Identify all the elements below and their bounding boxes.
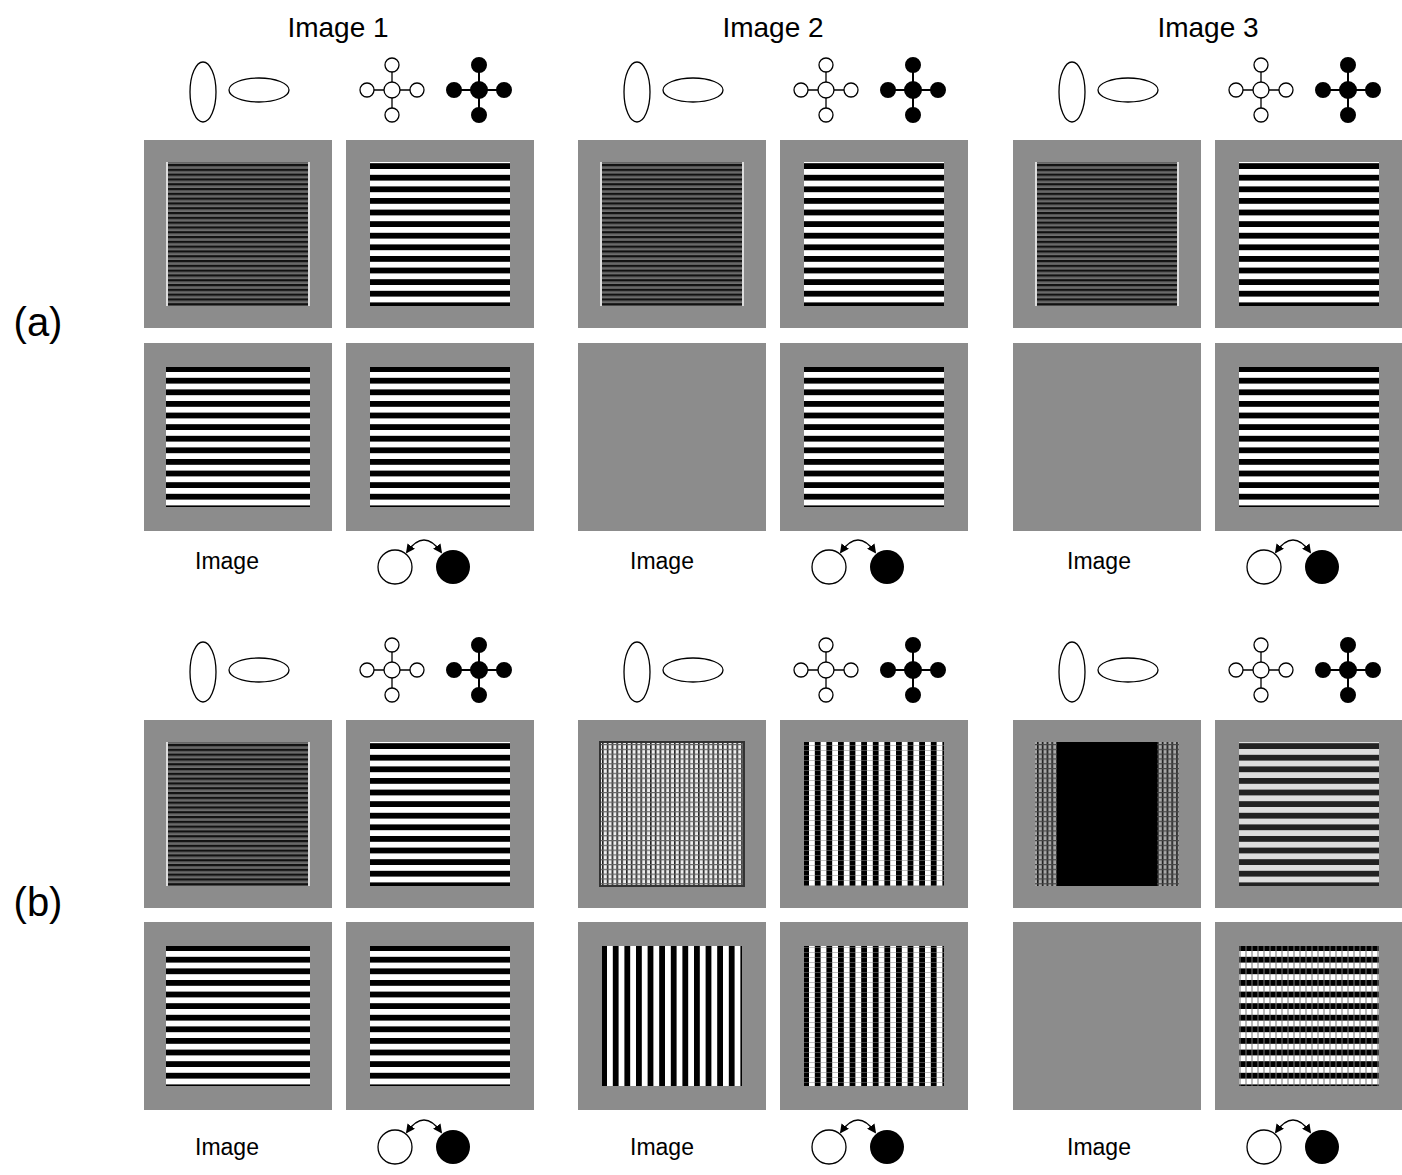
row-label: (a) bbox=[14, 300, 63, 344]
panel-caption: Image bbox=[1067, 1135, 1131, 1160]
column-title: Image 1 bbox=[287, 13, 388, 44]
panel-caption: Image bbox=[1067, 549, 1131, 574]
column-title: Image 2 bbox=[722, 13, 823, 44]
panel-caption: Image bbox=[195, 549, 259, 574]
column-title: Image 3 bbox=[1157, 13, 1258, 44]
panel-caption: Image bbox=[195, 1135, 259, 1160]
row-label: (b) bbox=[14, 880, 63, 924]
panel-caption: Image bbox=[630, 1135, 694, 1160]
panel-caption: Image bbox=[630, 549, 694, 574]
